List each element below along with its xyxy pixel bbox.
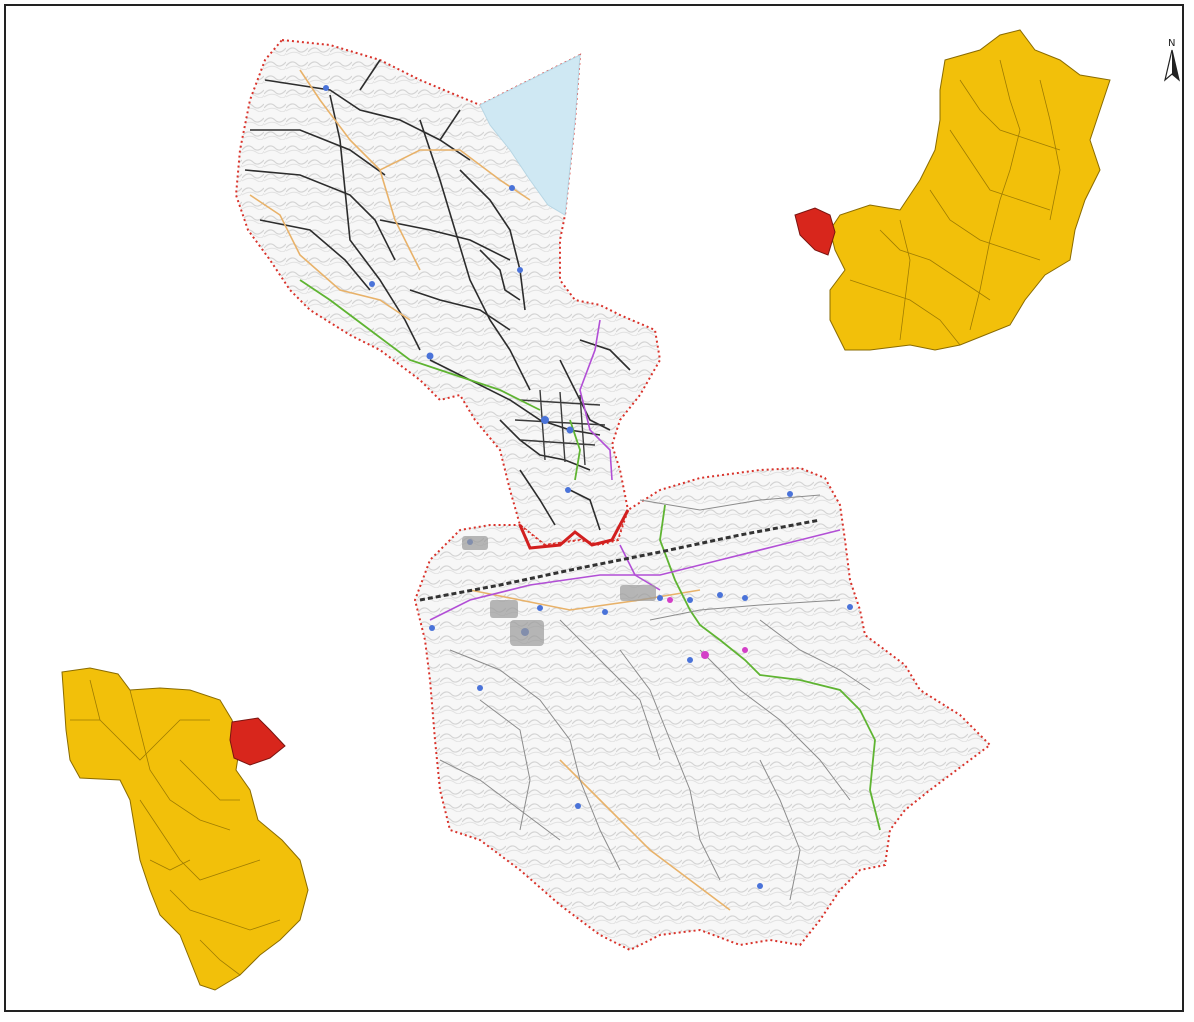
north-arrow-label: N	[1168, 38, 1175, 49]
town-cluster-north	[514, 389, 606, 466]
inset-map-right	[794, 29, 1111, 351]
highlighted-municipality-left	[229, 717, 286, 766]
urban-gray-patches	[462, 536, 656, 646]
lake	[479, 54, 581, 216]
inset-map-left	[61, 667, 309, 991]
highlighted-municipality-right	[794, 207, 836, 256]
magenta-markers	[667, 597, 748, 659]
region-outline-map-icon	[61, 667, 309, 991]
railway-line	[419, 518, 821, 602]
administrative-boundary-solid	[518, 509, 630, 550]
southern-territory	[413, 466, 992, 952]
north-arrow-icon: N	[1163, 38, 1181, 82]
secondary-roads	[249, 69, 731, 911]
province-outline-map-icon	[829, 29, 1111, 351]
minor-roads-south	[439, 494, 871, 901]
northern-territory	[234, 38, 662, 547]
road-network-north	[244, 59, 631, 531]
settlement-markers	[323, 85, 853, 889]
main-map	[234, 38, 992, 952]
